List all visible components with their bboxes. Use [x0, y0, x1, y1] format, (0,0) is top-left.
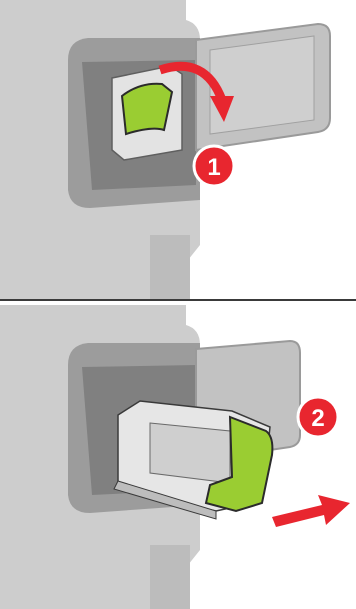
- printer-lower-panel: [150, 235, 190, 300]
- step-2-number: 2: [311, 405, 324, 432]
- step-2-panel: 2: [0, 305, 356, 609]
- cartridge-latch: [122, 84, 172, 134]
- door-inner-panel: [210, 36, 314, 134]
- printer-lower-panel: [150, 545, 190, 609]
- staple-block: [150, 423, 230, 483]
- step-1-illustration: 1: [0, 0, 356, 300]
- pull-arrow-icon: [272, 495, 350, 527]
- step-1-number: 1: [207, 154, 220, 181]
- panel-divider: [0, 299, 356, 301]
- step-1-panel: 1: [0, 0, 356, 300]
- step-2-illustration: 2: [0, 305, 356, 609]
